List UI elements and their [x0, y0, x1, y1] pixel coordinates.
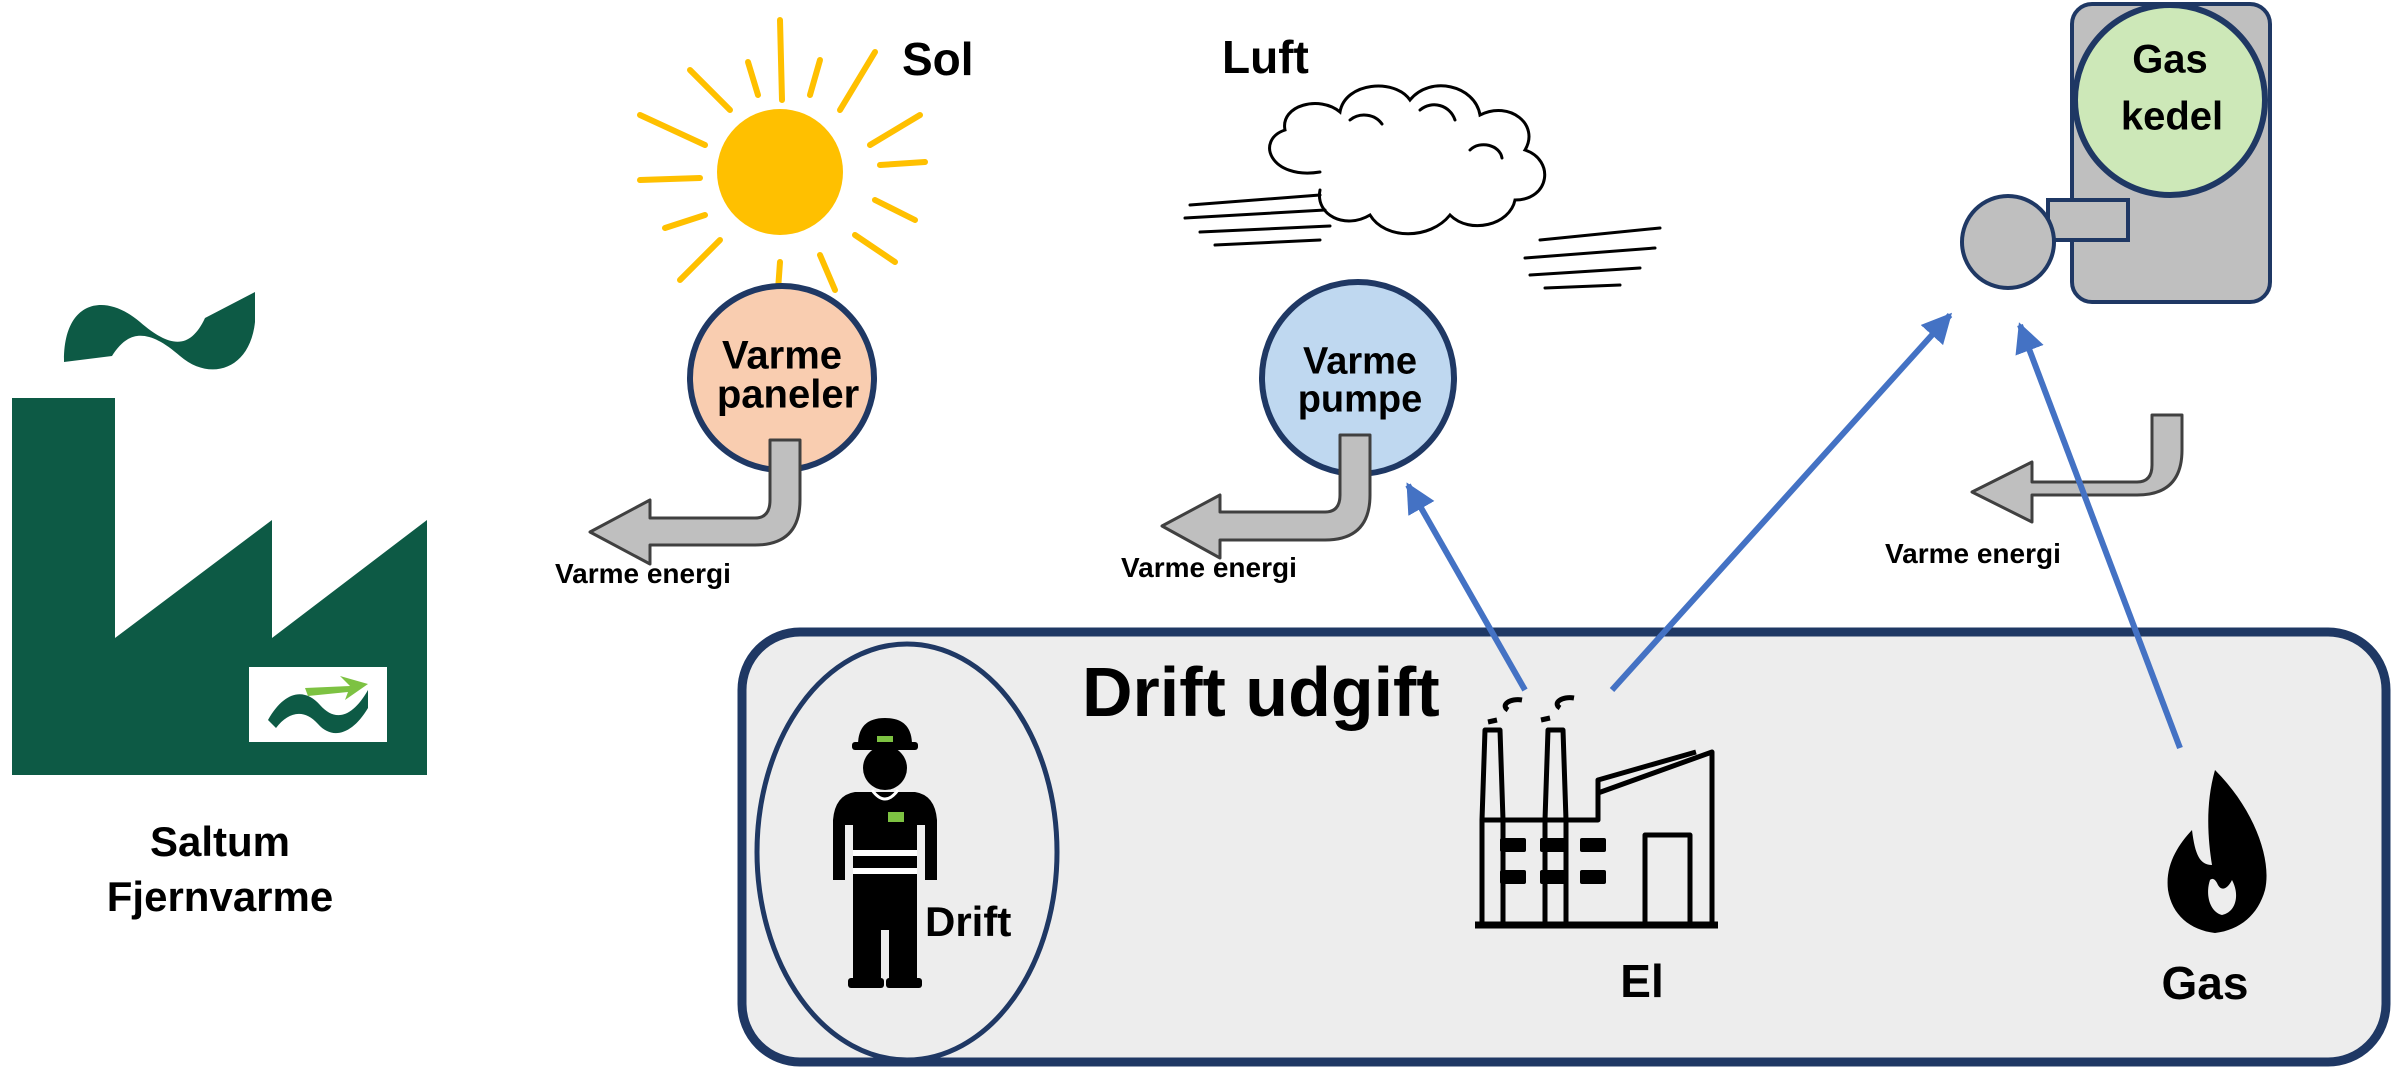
- company-name-line2: Fjernvarme: [106, 873, 334, 920]
- cloud-wind-icon: [1183, 84, 1662, 290]
- heatpump-unit-label-line2: pumpe: [1297, 378, 1423, 421]
- gasboiler-unit-label-line2: kedel: [2120, 94, 2224, 139]
- solar-output-label: Varme energi: [555, 558, 731, 589]
- brand-mark-icon: [268, 690, 368, 734]
- company-name-line1: Saltum: [149, 818, 291, 865]
- sun-label: Sol: [902, 33, 974, 85]
- gasboiler-unit-label-line1: Gas: [2132, 37, 2208, 82]
- heatpump-unit-label-line1: Varme: [1302, 340, 1418, 383]
- heatpump-heat-pipe-arrow: [1160, 433, 1372, 560]
- blue-arrows: [1405, 312, 2183, 750]
- solar-unit-label-line2: paneler: [716, 372, 860, 417]
- staff-ellipse: [754, 641, 1060, 1063]
- worker-icon: [833, 718, 937, 988]
- brand-mark-accent-icon: [305, 676, 368, 700]
- gas-to-gasboiler-arrow: [2015, 322, 2183, 750]
- el-to-heatpump-arrow: [1405, 482, 1528, 692]
- gas-boiler-circle: [2072, 2, 2268, 198]
- gasboiler-output-label: Varme energi: [1885, 538, 2061, 569]
- solar-heat-pipe-arrow: [588, 438, 802, 566]
- steam-tilde-icon: [64, 292, 255, 370]
- el-to-gasboiler-arrow: [1609, 312, 1953, 693]
- heatpump-output-label: Varme energi: [1121, 552, 1297, 583]
- air-label: Luft: [1222, 31, 1309, 83]
- power-plant-icon: [1475, 695, 1718, 929]
- gasboiler-heat-pipe-arrow: [1970, 413, 2184, 524]
- staff-label: Drift: [925, 898, 1012, 945]
- gas-label: Gas: [2161, 957, 2249, 1009]
- operating-cost-title: Drift udgift: [1082, 653, 1440, 731]
- sun-icon: [637, 17, 928, 293]
- gas-flame-icon: [2167, 770, 2267, 933]
- factory-logo: [12, 292, 427, 775]
- electricity-label: El: [1620, 955, 1664, 1007]
- solar-unit-label-line1: Varme: [721, 333, 843, 378]
